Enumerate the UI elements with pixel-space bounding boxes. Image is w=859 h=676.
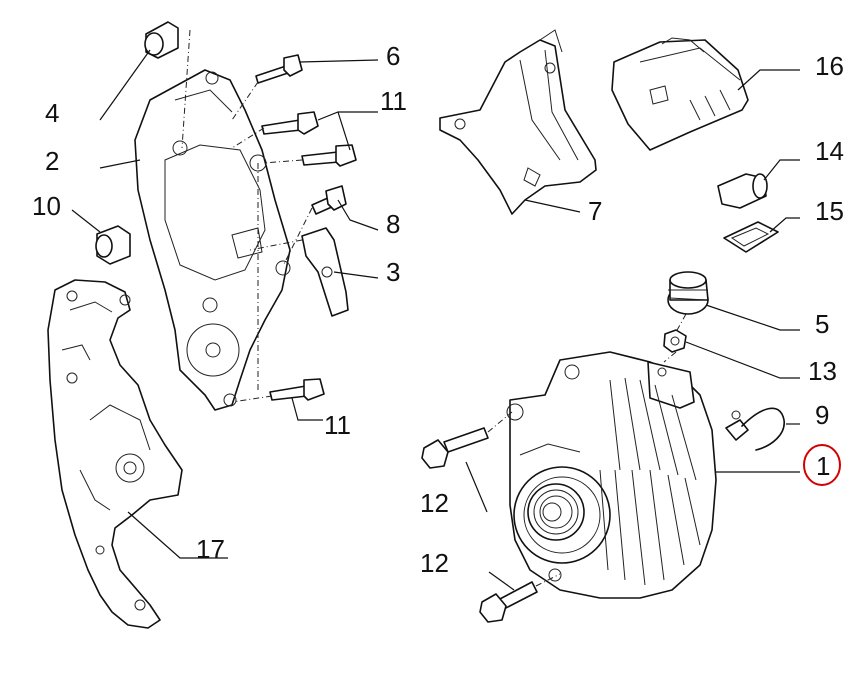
callout-14: 14 [815,136,844,166]
callout-labels: 4 2 10 6 11 8 3 11 7 16 14 15 5 13 9 1 1… [32,41,844,578]
callout-16: 16 [815,51,844,81]
callout-11-upper: 11 [380,86,407,116]
alignment-lines-plate [181,29,313,403]
part-11-bolt-lower [269,378,325,401]
callout-13: 13 [808,356,837,386]
callout-1-highlight-circle [803,444,841,486]
part-16-cover [611,37,749,151]
part-3-clip [301,227,349,317]
callout-11-lower: 11 [324,410,351,440]
part-17-bracket [47,279,183,629]
callout-15: 15 [815,196,844,226]
part-11-bolt-upper [261,111,319,135]
callout-7: 7 [588,196,602,226]
callout-3: 3 [386,257,400,287]
part-2-mounting-plate [134,69,291,411]
part-12-bolt-upper [421,427,489,469]
callout-10: 10 [32,191,61,221]
part-11-bolt-middle [301,144,357,167]
part-9-sensor [725,407,785,451]
callout-8: 8 [386,209,400,239]
callout-17: 17 [196,534,225,564]
part-5-cap [667,271,709,315]
callout-1: 1 [816,451,830,481]
part-10-bushing [95,225,131,265]
part-13-nut [663,329,687,353]
callout-12-upper: 12 [420,488,449,518]
part-6-bolt [255,54,303,84]
callout-12-lower: 12 [420,548,449,578]
callout-2: 2 [45,146,59,176]
leader-lines [71,49,800,591]
callout-9: 9 [815,400,829,430]
callout-5: 5 [815,309,829,339]
part-7-belt-cover [439,29,597,215]
part-12-bolt-lower [479,581,538,623]
part-8-stud [311,185,347,215]
part-14-component [717,173,768,209]
part-4-bushing [144,21,179,59]
callout-4: 4 [45,98,59,128]
part-15-plate [723,221,779,253]
alignment-lines-alternator [487,313,687,587]
part-1-alternator [506,351,717,599]
callout-6: 6 [386,41,400,71]
